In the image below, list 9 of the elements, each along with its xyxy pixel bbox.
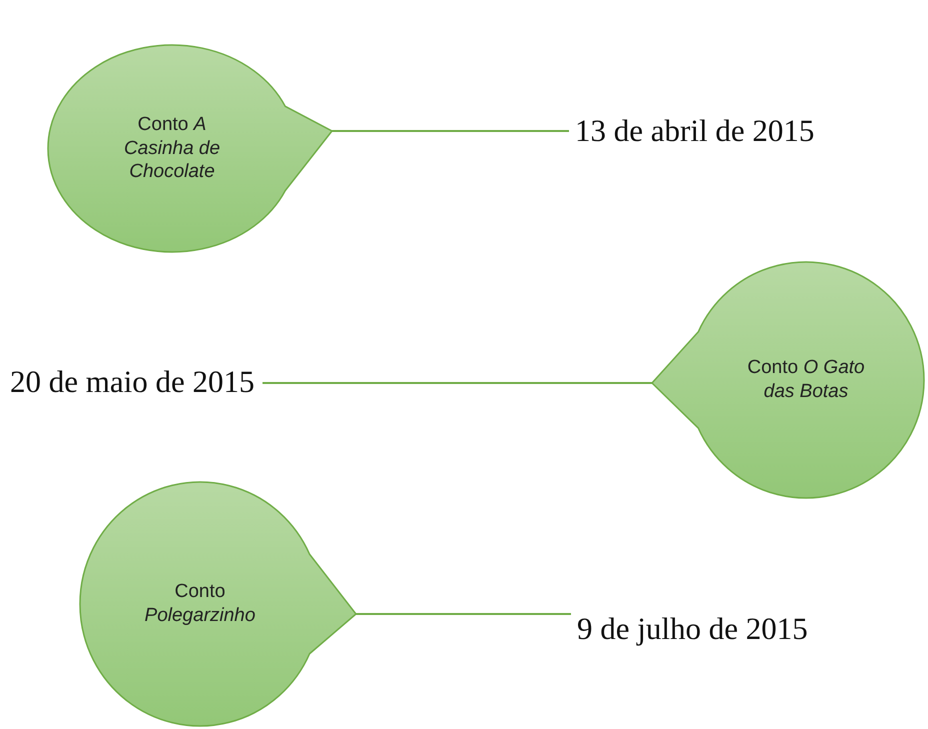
story-title: Conto O Gato das Botas — [746, 356, 866, 404]
story-title: Conto Polegarzinho — [144, 580, 256, 628]
connector-line — [356, 613, 571, 615]
date-text: 20 de maio de 2015 — [10, 364, 255, 400]
connector-line — [262, 382, 652, 384]
date-text: 13 de abril de 2015 — [575, 113, 814, 149]
connector-line — [332, 130, 569, 132]
date-text: 9 de julho de 2015 — [577, 611, 808, 647]
story-title: Conto A Casinha de Chocolate — [122, 112, 222, 184]
